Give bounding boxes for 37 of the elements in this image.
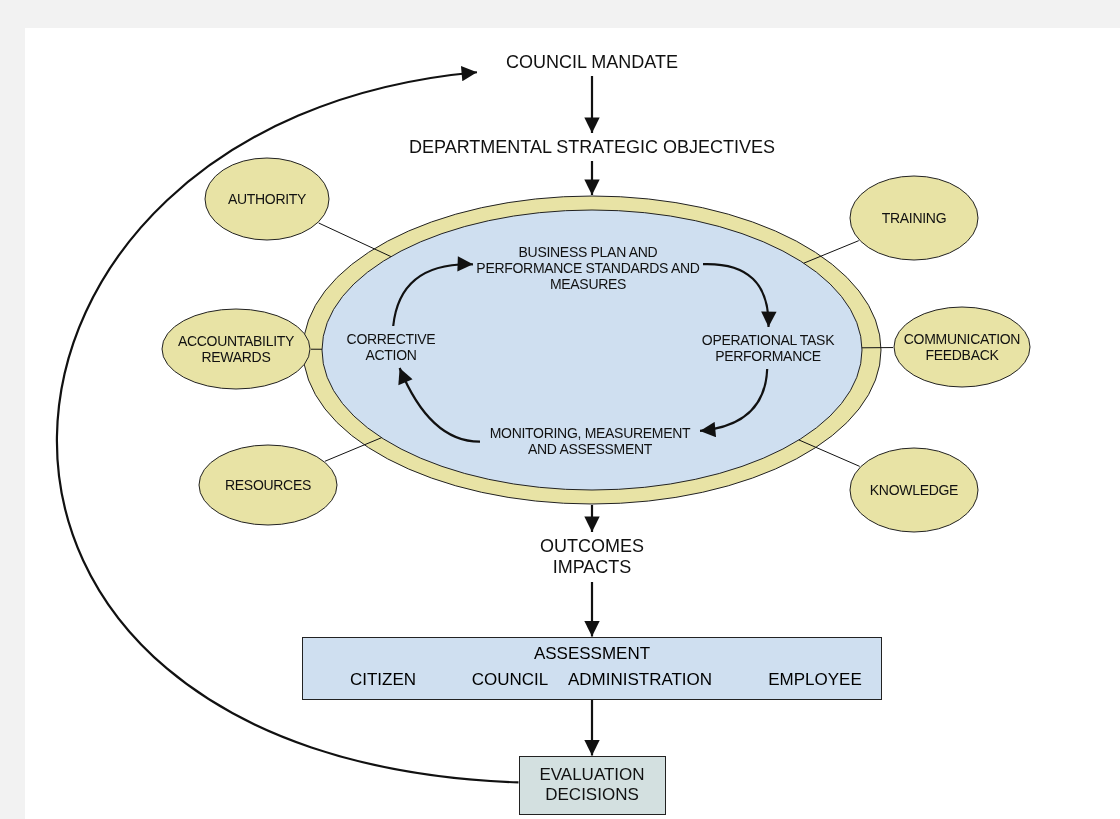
arrow <box>703 263 776 328</box>
arrow <box>584 505 600 532</box>
connector-line <box>861 347 894 349</box>
arrow <box>392 256 473 327</box>
box-label: EVALUATION DECISIONS <box>538 765 646 805</box>
process-box <box>302 636 882 700</box>
box-label: ADMINISTRATION <box>567 669 713 690</box>
arrow <box>584 699 600 756</box>
arrow <box>584 161 600 195</box>
node-label: ACCOUNTABILITY REWARDS <box>176 332 296 366</box>
connector-line <box>803 240 860 264</box>
box-label: EMPLOYEE <box>768 669 862 690</box>
node-label: KNOWLEDGE <box>869 481 959 499</box>
cycle-step-label: OPERATIONAL TASK PERFORMANCE <box>688 327 848 369</box>
arrow <box>56 67 519 784</box>
arrow <box>584 76 600 133</box>
connector-line <box>318 222 392 258</box>
node-label: COMMUNICATION FEEDBACK <box>902 330 1022 364</box>
connector-line <box>324 437 383 462</box>
stage-label: OUTCOMES IMPACTS <box>517 532 667 582</box>
connector-line <box>798 439 861 467</box>
node-label: RESOURCES <box>225 476 311 494</box>
box-heading: ASSESSMENT <box>532 643 652 664</box>
arrow <box>699 368 769 437</box>
arrow <box>584 582 600 637</box>
node-label: TRAINING <box>881 209 947 227</box>
node-label: AUTHORITY <box>227 190 307 208</box>
stage-label: DEPARTMENTAL STRATEGIC OBJECTIVES <box>377 133 807 161</box>
stage-label: COUNCIL MANDATE <box>477 48 707 76</box>
connector-line <box>310 348 323 350</box>
arrow <box>398 367 481 443</box>
process-box <box>518 755 666 815</box>
cycle-step-label: MONITORING, MEASUREMENT AND ASSESSMENT <box>480 420 700 462</box>
cycle-step-label: CORRECTIVE ACTION <box>336 326 446 368</box>
cycle-step-label: BUSINESS PLAN AND PERFORMANCE STANDARDS AND MEASURES <box>473 238 703 298</box>
box-label: COUNCIL <box>471 669 549 690</box>
box-label: CITIZEN <box>349 669 417 690</box>
